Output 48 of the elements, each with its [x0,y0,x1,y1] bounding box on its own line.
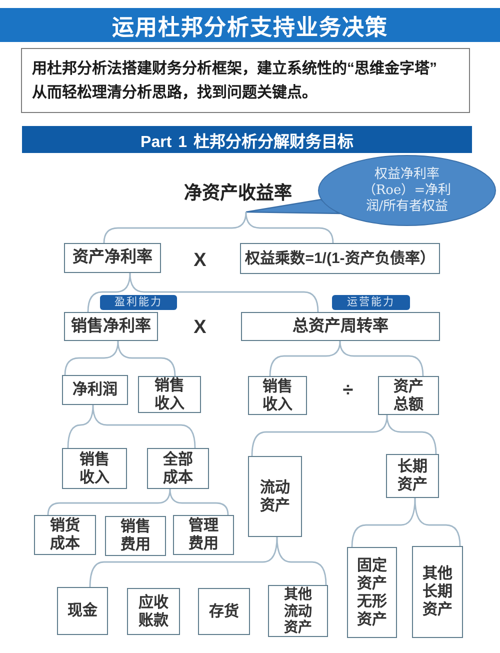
brace-line [351,498,416,548]
brace-line [386,414,437,454]
title-banner: 运用杜邦分析支持业务决策 [0,8,500,42]
term-box: 销售收入 [248,376,307,415]
operator-sign: X [192,249,208,273]
term-box: 现金 [57,587,108,635]
root-metric-text: 净资产收益率 [177,170,299,212]
term-box: 销售净利率 [64,312,158,341]
brace-line [67,404,94,448]
operator-sign: ÷ [342,379,354,403]
term-box: 销售收入 [138,376,201,413]
category-tag: 盈利能力 [100,295,177,310]
term-box: 其他流动资产 [268,585,328,637]
brace-line [117,340,176,376]
callout-tail [245,198,341,214]
section-banner: Part 1 杜邦分析分解财务目标 [22,126,472,153]
brace-line [129,272,319,312]
callout-bubble: 权益净利率（Roe）=净利润/所有者权益 [318,155,496,226]
brace-line [245,212,334,244]
term-box: 流动资产 [248,456,302,537]
term-box: 权益乘数=1/(1-资产负债率） [240,243,440,274]
term-box: 销售费用 [105,516,166,556]
term-box: 其他长期资产 [412,546,463,638]
term-box: 长期资产 [386,454,439,498]
term-box: 存货 [198,588,250,635]
brace-line [269,340,341,376]
brace-line [89,536,278,588]
intro-box: 用杜邦分析法搭建财务分析框架，建立系统性的“思维金字塔”从而轻松理清分析思路，找到问题关键点。 [21,48,470,113]
brace-line [87,272,131,312]
brace-line [339,340,424,376]
term-box: 销货成本 [34,515,96,555]
term-box: 资产净利率 [64,243,161,273]
term-box: 净利润 [62,375,128,405]
brace-line [414,498,461,546]
brace-line [251,414,388,456]
brace-line [276,536,327,586]
brace-line [103,212,247,244]
category-tag: 运营能力 [332,295,410,310]
term-box: 管理费用 [173,515,234,555]
term-box: 固定资产无形资产 [347,547,397,638]
brace-line [92,404,196,448]
term-box: 总资产周转率 [241,312,440,341]
term-box: 销售收入 [62,448,127,489]
brace-line [64,340,119,376]
term-box: 应收账款 [127,588,180,635]
term-box: 全部成本 [147,448,209,489]
term-box: 资产总额 [378,376,439,415]
operator-sign: X [192,316,208,340]
